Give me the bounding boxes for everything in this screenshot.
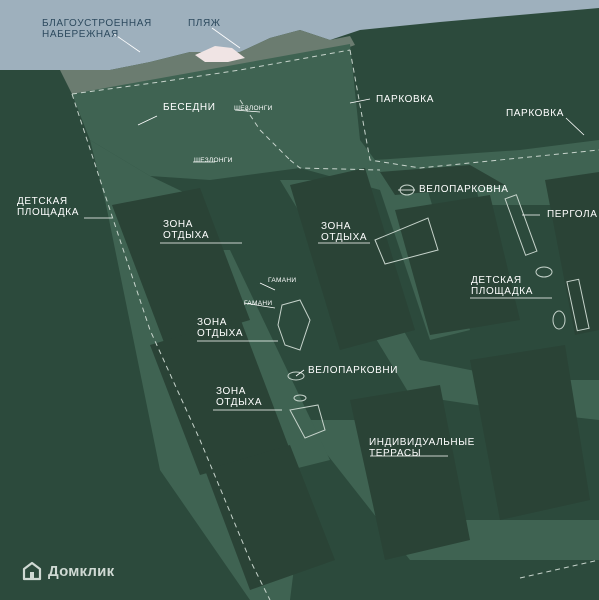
label-parking-1: ПАРКОВКА: [376, 94, 434, 105]
label-bike-parking-top: ВЕЛОПАРКОВНА: [419, 184, 509, 195]
label-embankment-line2: НАБЕРЕЖНАЯ: [42, 29, 119, 40]
label-rest-zone-2-line1: ЗОНА: [321, 221, 351, 232]
brand-name: Домклик: [48, 562, 115, 580]
label-rest-zone-1: ЗОНА ОТДЫХА: [163, 219, 209, 241]
label-rest-zone-1-line2: ОТДЫХА: [163, 230, 210, 241]
label-playground-left: ДЕТСКАЯ ПЛОЩАДКА: [17, 196, 79, 218]
leader-lines: [84, 27, 585, 457]
buildings: [112, 165, 599, 590]
label-beach: ПЛЯЖ: [188, 18, 221, 29]
label-terraces-line2: ТЕРРАСЫ: [369, 448, 422, 459]
label-rest-zone-4: ЗОНА ОТДЫХА: [216, 386, 262, 408]
label-playground-right: ДЕТСКАЯ ПЛОЩАДКА: [471, 275, 533, 297]
label-rest-zone-4-line1: ЗОНА: [216, 386, 246, 397]
label-rest-zone-1-line1: ЗОНА: [163, 219, 193, 230]
label-playground-left-line2: ПЛОЩАДКА: [17, 207, 79, 218]
label-bike-parking-mid: ВЕЛОПАРКОВНИ: [308, 365, 398, 376]
label-embankment: БЛАГОУСТРОЕННАЯ НАБЕРЕЖНАЯ: [42, 18, 152, 40]
label-terraces: ИНДИВИДУАЛЬНЫЕ ТЕРРАСЫ: [369, 437, 475, 459]
label-terraces-line1: ИНДИВИДУАЛЬНЫЕ: [369, 437, 475, 448]
beach-area: [195, 46, 245, 62]
label-embankment-line1: БЛАГОУСТРОЕННАЯ: [42, 18, 152, 29]
label-hammocks-1: ГАМАНИ: [268, 277, 297, 284]
house-logo-icon: [22, 561, 42, 581]
label-parking-2: ПАРКОВКА: [506, 108, 564, 119]
label-playground-left-line1: ДЕТСКАЯ: [17, 196, 68, 207]
site-boundary: [71, 49, 599, 600]
label-rest-zone-3-line1: ЗОНА: [197, 317, 227, 328]
label-playground-right-line1: ДЕТСКАЯ: [471, 275, 522, 286]
label-playground-right-line2: ПЛОЩАДКА: [471, 286, 533, 297]
label-rest-zone-4-line2: ОТДЫХА: [216, 397, 263, 408]
label-loungers-top: ШЕЗЛОНГИ: [234, 105, 273, 112]
label-rest-zone-2-line2: ОТДЫХА: [321, 232, 368, 243]
label-loungers-mid: ШЕЗЛОНГИ: [194, 157, 233, 164]
label-pergola: ПЕРГОЛА: [547, 209, 598, 220]
label-gazebos: БЕСЕДНИ: [163, 102, 216, 113]
label-hammocks-2: ГАМАНИ: [244, 300, 273, 307]
small-structures: [277, 184, 590, 439]
water-area: [0, 0, 599, 70]
label-rest-zone-3-line2: ОТДЫХА: [197, 328, 244, 339]
label-rest-zone-2: ЗОНА ОТДЫХА: [321, 221, 367, 243]
label-rest-zone-3: ЗОНА ОТДЫХА: [197, 317, 243, 339]
brand-watermark: Домклик: [22, 561, 114, 581]
